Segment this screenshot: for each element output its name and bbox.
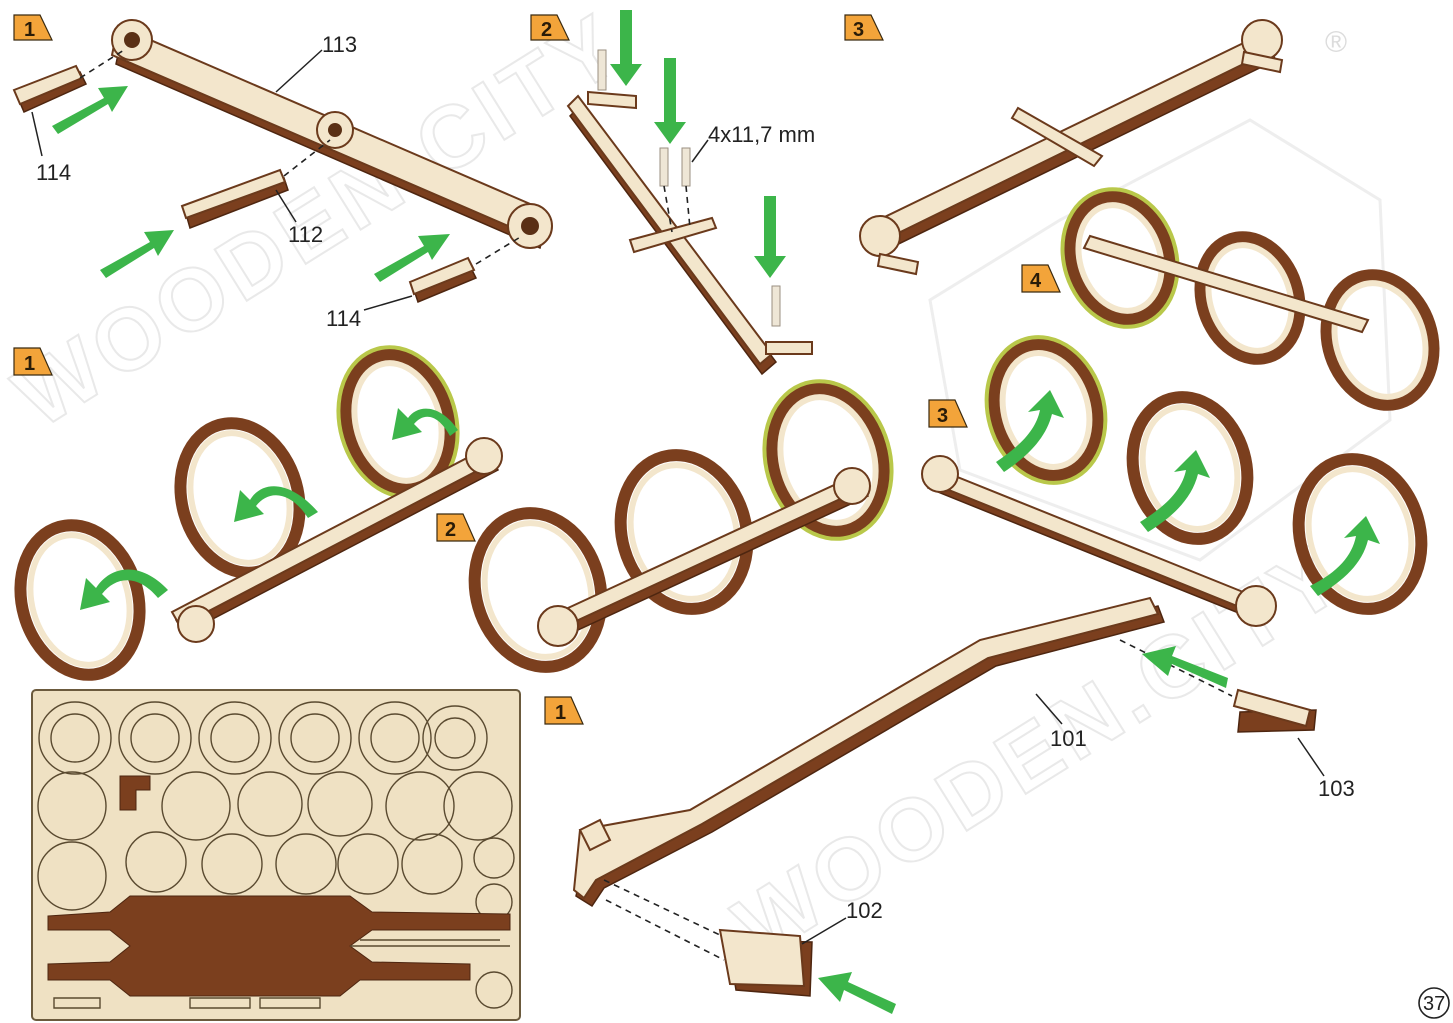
label-part-101: 101 xyxy=(1050,726,1087,751)
green-arrow xyxy=(754,196,786,278)
step-badge-right-middle: 4 xyxy=(1022,265,1060,292)
label-part-113: 113 xyxy=(322,32,357,57)
label-part-112: 112 xyxy=(288,222,323,247)
step-badge-wheels-2: 2 xyxy=(437,514,475,541)
laser-cut-sheet xyxy=(32,690,520,1020)
label-part-103: 103 xyxy=(1318,776,1355,801)
step-badge-top-right: 3 xyxy=(845,15,883,41)
step-badge-frame-1: 1 xyxy=(545,697,583,724)
pin-size-label: 4x11,7 mm xyxy=(708,122,815,147)
label-part-114-left: 114 xyxy=(36,160,71,185)
green-arrow xyxy=(654,58,686,144)
step-badge-top-left: 1 xyxy=(14,15,52,41)
svg-text:2: 2 xyxy=(445,519,456,541)
svg-text:1: 1 xyxy=(24,19,35,41)
label-part-102: 102 xyxy=(846,898,883,923)
page-number: 37 xyxy=(1419,988,1449,1018)
svg-text:37: 37 xyxy=(1423,993,1445,1015)
svg-text:3: 3 xyxy=(853,19,864,41)
svg-text:4: 4 xyxy=(1030,270,1042,292)
label-part-114-right: 114 xyxy=(326,306,361,331)
part-114-left xyxy=(14,66,86,112)
step-badge-wheels-3: 3 xyxy=(929,400,967,427)
svg-text:1: 1 xyxy=(24,353,35,375)
step4-wheel-set xyxy=(1050,179,1450,419)
wheels-step3 xyxy=(922,328,1439,626)
registered-mark: ® xyxy=(1325,26,1347,59)
part-114-right xyxy=(410,258,476,302)
svg-text:2: 2 xyxy=(541,19,552,41)
step2-pin-insertion: 4x11,7 mm xyxy=(568,10,815,374)
svg-text:3: 3 xyxy=(937,405,948,427)
wheels-step2 xyxy=(457,371,905,682)
svg-text:1: 1 xyxy=(555,702,566,724)
green-arrow xyxy=(818,972,896,1014)
part-102 xyxy=(720,930,812,996)
part-103 xyxy=(1234,690,1316,732)
